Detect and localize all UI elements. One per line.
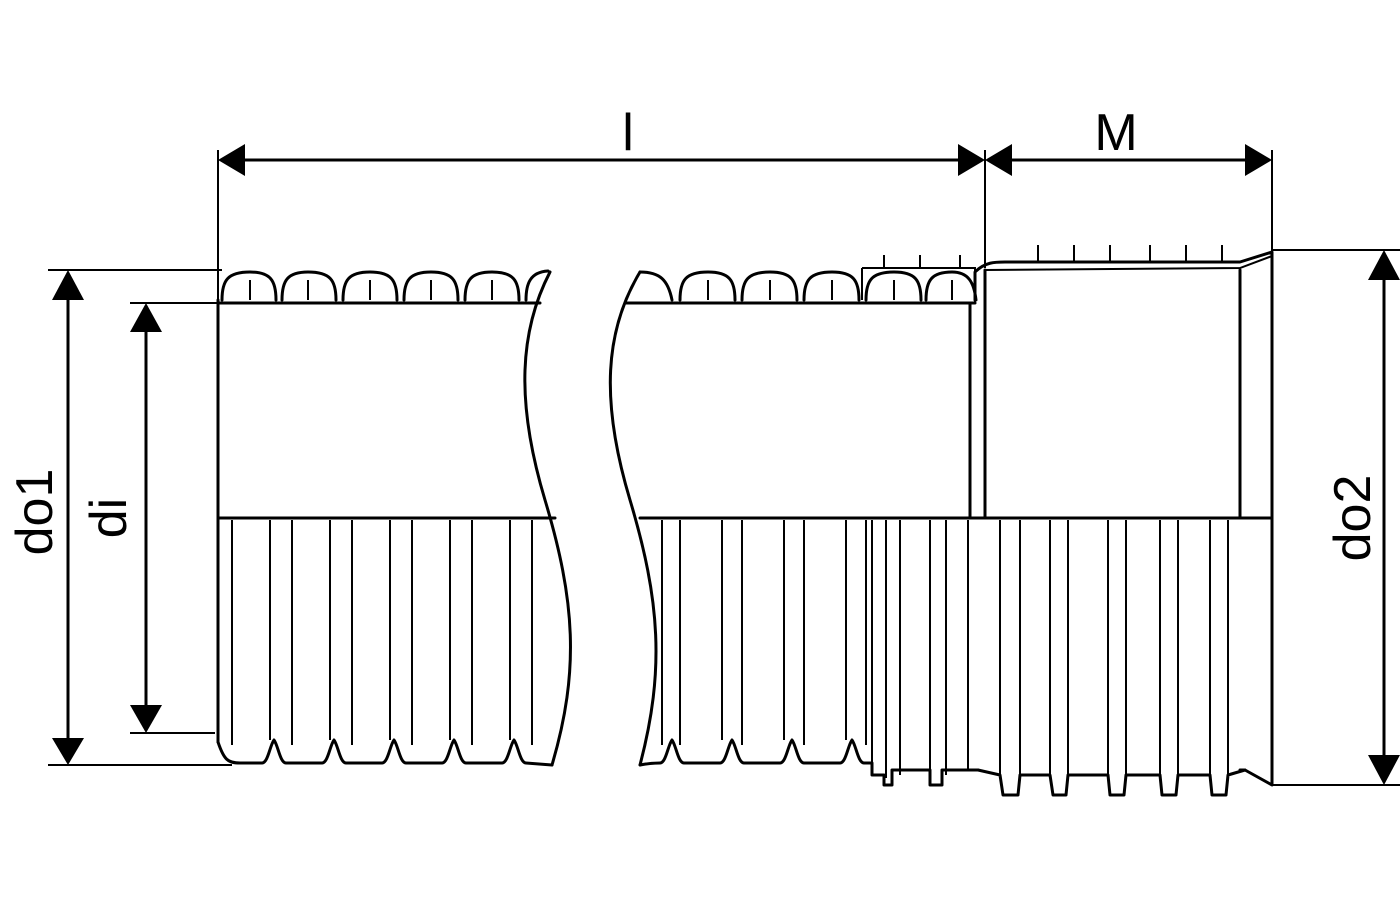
arrowhead-left [218, 144, 245, 176]
socket-length-label: M [1094, 104, 1137, 162]
arrowhead-left [985, 144, 1012, 176]
dimension-socket-length: M [985, 104, 1273, 252]
dimension-inner-diameter: di [80, 302, 218, 734]
dimension-socket-outer-diameter: do2 [1272, 249, 1400, 786]
pipe-socket [973, 245, 1274, 797]
pipe-left-section [216, 269, 572, 767]
arrowhead-down [52, 738, 84, 765]
arrowhead-down [1368, 755, 1400, 785]
outer-diameter-label: do1 [6, 469, 64, 556]
arrowhead-up [130, 303, 162, 332]
inner-diameter-label: di [80, 498, 138, 538]
arrowhead-up [52, 270, 84, 300]
arrowhead-right [958, 144, 985, 176]
length-label: l [622, 104, 634, 162]
dimension-outer-diameter: do1 [6, 269, 232, 766]
arrowhead-up [1368, 250, 1400, 280]
arrowhead-right [1245, 144, 1272, 176]
arrowhead-down [130, 705, 162, 733]
socket-outer-diameter-label: do2 [1324, 475, 1382, 562]
dimension-length: l [217, 104, 986, 300]
pipe-right-section [608, 255, 1272, 787]
